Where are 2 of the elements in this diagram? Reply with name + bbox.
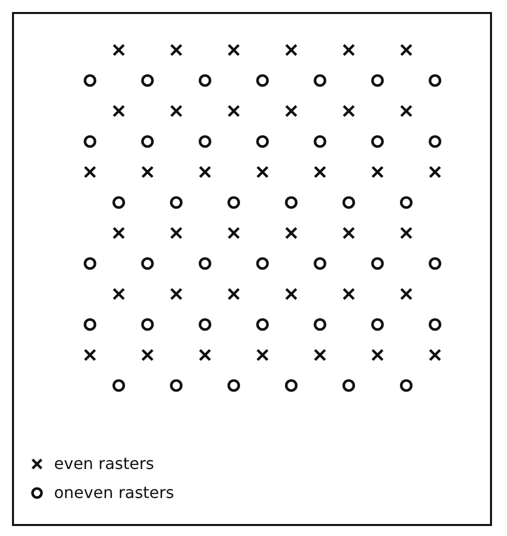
legend-label: even rasters [54,454,154,473]
legend-label: oneven rasters [54,483,174,502]
